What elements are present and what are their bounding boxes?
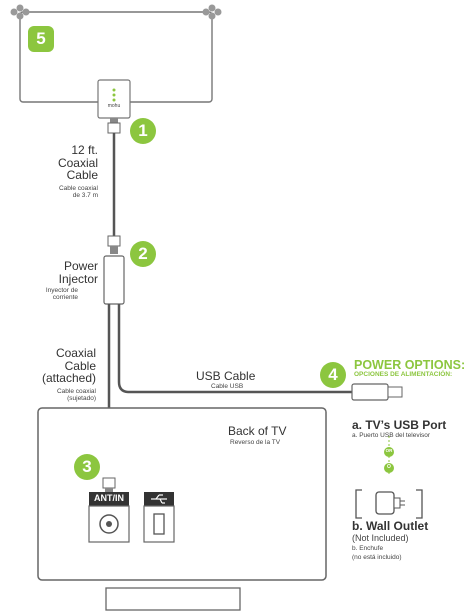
tv-back-es: Reverso de la TV [230,439,281,446]
coax-attached-label: Coaxial Cable (attached) [22,347,96,385]
coax-attached-es-label: Cable coaxial (sujetado) [22,388,96,403]
usb-cable-es-label: Cable USB [211,383,244,390]
step-3-badge: 3 [74,454,100,480]
injector-input-connector [110,246,118,254]
or-label: OR [385,448,393,453]
o-badge [384,463,394,473]
ant-in-port-label: ANT/IN [94,493,124,503]
coax-attached-line1: Coaxial [55,346,96,360]
o-label: O [387,464,391,470]
power-options-title: POWER OPTIONS: [354,358,466,372]
power-options-es: OPCIONES DE ALIMENTACIÓN: [354,371,453,378]
coax-attached-es1: Cable coaxial [56,388,96,395]
coax-12ft-label: 12 ft. Coaxial Cable [24,144,98,182]
tv-back-title: Back of TV [228,424,287,438]
usb-port-slot [153,513,165,535]
coax-12ft-es-label: Cable coaxial de 3.7 m [24,185,98,200]
usb-port-option-es: a. Puerto USB del televisor [352,432,431,439]
power-injector-box [103,255,125,305]
coax-attached-es2: (sujetado) [67,394,96,402]
antenna-number-badge: 5 [28,26,54,52]
usb-port-box [143,505,175,543]
antenna-connector [110,118,118,123]
tv-coax-nut [102,477,116,489]
antenna-connector-nut [107,122,121,134]
wall-adapter-icon [375,491,395,515]
step-4-badge: 4 [320,362,346,388]
coax-12ft-es1: Cable coaxial [58,185,98,192]
antenna-left-mount-icon [10,4,30,20]
injector-input-nut [107,235,121,247]
tv-stand [105,587,241,611]
power-injector-es-label: Inyector de corriente [24,287,78,302]
coax-attached-line3: (attached) [41,371,96,386]
usb-port-option-title: a. TV’s USB Port [352,418,447,432]
usb-plug-body [351,383,389,401]
coax-12ft-es2: de 3.7 m [72,191,98,199]
power-injector-es1: Inyector de [45,287,78,294]
wall-adapter-bracket-right [416,489,423,519]
coax-12ft-line3: Cable [66,168,98,183]
tv-coax-connector [105,488,113,493]
antenna-brand-label: mohu [107,103,121,109]
power-injector-es2: corriente [52,293,78,301]
wall-outlet-option-es-note: (no está incluido) [352,554,402,561]
usb-plug-tip [387,386,403,398]
coax-12ft-line1: 12 ft. [71,143,98,157]
usb-cable-label: USB Cable [196,369,256,383]
wall-adapter-prongs-icon [393,497,401,509]
wall-outlet-option-note: (Not Included) [352,533,409,543]
step-2-badge: 2 [130,241,156,267]
ant-in-label-box [89,492,129,506]
or-badge [384,447,394,457]
coax-attached-line2: Cable [64,358,96,373]
ant-in-jack-inner [106,521,112,527]
antenna-right-mount-icon [202,4,222,20]
antenna-signal-dots-icon [112,88,116,102]
power-injector-label: Power Injector [24,260,98,285]
step-1-badge: 1 [130,118,156,144]
power-injector-line2: Injector [58,271,98,286]
wall-outlet-option-title: b. Wall Outlet [352,519,429,533]
wall-outlet-option-es: b. Enchufe [352,545,384,552]
power-injector-line1: Power [63,259,98,273]
usb-symbol-icon [151,494,167,504]
usb-cable [117,304,352,394]
coax-12ft-line2: Coaxial [57,155,98,170]
wall-adapter-bracket-left [355,489,362,519]
